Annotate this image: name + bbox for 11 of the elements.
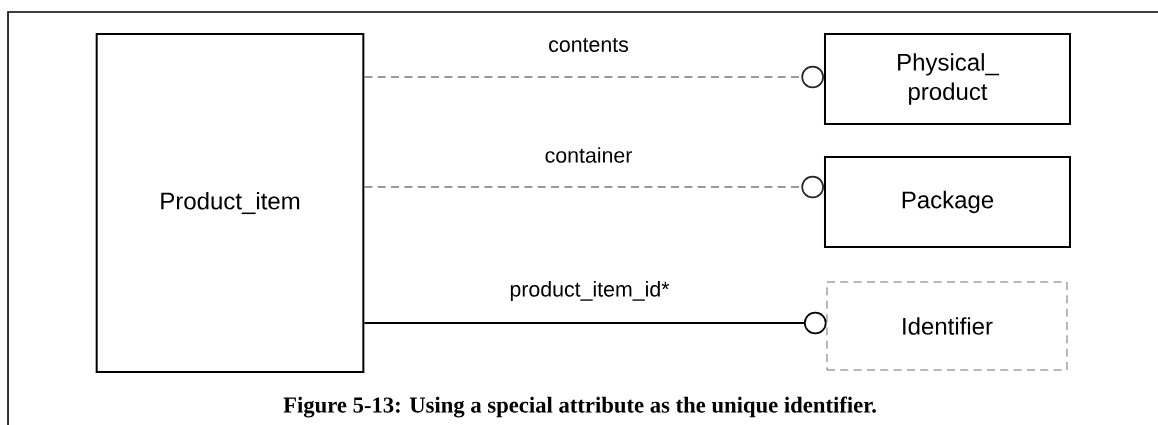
connector — [363, 175, 824, 199]
edge-label: contents — [546, 36, 631, 54]
entity-box: Identifier — [826, 281, 1068, 371]
entity-box: Physical_ product — [824, 33, 1071, 125]
connector — [363, 65, 824, 89]
edge-label: product_item_id* — [508, 279, 671, 303]
entity-box: Package — [824, 156, 1071, 248]
caption: Figure 5-13: Using a special attribute as the unique identifier. — [283, 396, 876, 418]
entity-box: Product_item — [95, 33, 365, 373]
connector — [363, 311, 827, 335]
edge-label: container — [543, 145, 634, 165]
